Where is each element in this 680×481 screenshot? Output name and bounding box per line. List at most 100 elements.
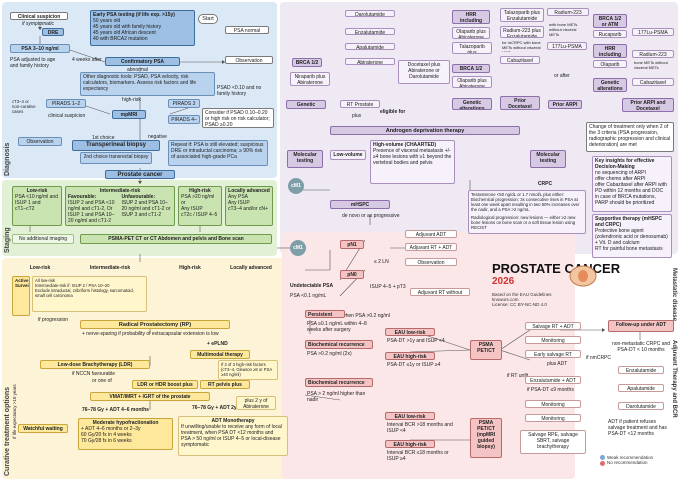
bcr-rp-note: PSA >0.2 ng/ml (2x) — [307, 351, 352, 357]
radium-box-3: Radium-223 — [632, 50, 674, 58]
eligible-chemo-label: eligible for chemotherapy — [380, 109, 406, 115]
molecular-testing-box-1: Molecular testing — [287, 150, 323, 168]
moderate-item: 70 Gy/28 fx in 6 weeks — [81, 438, 132, 444]
enzalutamide-box: Enzalutamide — [345, 28, 395, 35]
staging-low-risk-box: Low-risk PSA <10 ng/ml and ISUP 1 and cT… — [12, 186, 62, 226]
as-item: Exclude intraductal, cribriform histolog… — [35, 288, 134, 299]
watchful-waiting-box: Watchful waiting — [18, 424, 68, 433]
poster-subtitle: Based on the EAU Guidelines knowurs.com … — [492, 292, 562, 307]
staging-low-item: PSA <10 ng/ml and — [15, 194, 58, 200]
cm1-node-1: cM1 — [288, 178, 304, 194]
lu-psma-box: 177Lu-PSMA — [547, 42, 587, 50]
talazoparib-box-1: Talazoparib plus Enzalutamide — [452, 42, 492, 54]
supportive-item: RT for painful bone metastasis — [595, 246, 663, 252]
molecular-testing-box-2: Molecular testing — [530, 150, 566, 168]
monitoring-box-2: Monitoring — [525, 400, 581, 408]
as-item: Intermediate-risk if: ISUP 2 / PSA 10–20 — [35, 283, 110, 289]
high-volume-item: ≥4 bone lesions with ≥1 beyond the verte… — [373, 154, 452, 166]
unfavourable-item: ISUP 3 and cT1-2 — [121, 212, 162, 218]
high-volume-item: Presence of visceral metastasis +/- — [373, 148, 451, 154]
lu-psma-box-2: 177Lu-PSMA — [632, 28, 674, 36]
cabazitaxel-box: Cabazitaxel — [500, 56, 540, 64]
early-psa-box: Early PSA testing (if life exp. >15y) 50… — [90, 10, 195, 46]
dre-box: DRE — [42, 28, 64, 36]
favourable-item: ISUP 2 and PSA <10 ng/ml and cT1-2, Or — [68, 200, 115, 212]
if-progression-label: if progression — [38, 317, 69, 322]
fu-darolutamide-box: Darolutamide — [618, 402, 664, 410]
key-insights-title: Key insights for effective Decision-Maki… — [595, 158, 655, 170]
weak-dot-icon — [600, 455, 605, 461]
mpmri-box: mpMRI — [112, 110, 146, 119]
genetic-alterations-box-3: Genetic alterations — [593, 78, 627, 92]
favourable-label: Favourable: — [68, 194, 97, 200]
ct3-note: cT3–4 or non-curative cases — [12, 99, 36, 115]
first-choice-label: 1st choice — [92, 135, 115, 140]
multimodal-box: Multimodal therapy — [190, 350, 250, 359]
brca12-box: BRCA 1/2 — [292, 58, 322, 67]
staging-high-item: PSA >20 ng/ml or — [181, 194, 215, 206]
transperineal-biopsy-box: Transperineal biopsy — [72, 140, 160, 151]
adt-box: Androgen deprivation therapy — [330, 126, 520, 135]
curative-locally-advanced-label: Locally advanced — [230, 265, 272, 271]
observation-box-top: Observation — [225, 56, 273, 64]
isup-label: ISUP 4–5 + pT3 — [370, 284, 406, 289]
staging-intermediate-box: Intermediate-risk Favourable: ISUP 2 and… — [65, 186, 175, 226]
crpc-criteria-box: Testosterone <50 ng/dL or 1.7 nmol/L plu… — [468, 190, 586, 234]
eau-low-risk-note-1: PSA-DT >1y and ISUP <4 — [387, 338, 445, 344]
if-psa-dt-label: if PSA-DT ≤9 months — [527, 387, 574, 392]
other-tools-box: Other diagnostic tools: PSAD, PSA veloci… — [80, 72, 215, 96]
olaparib-box-1: Olaparib plus Abiraterone — [452, 27, 490, 39]
curative-intermediate-label: Intermediate-risk — [89, 265, 131, 271]
ldr-hdr-box: LDR or HDR boost plus — [132, 380, 198, 389]
early-salvage-box: Early salvage RT — [525, 350, 581, 358]
curative-high-risk-label: High-risk — [179, 265, 201, 271]
eau-low-risk-box-2: EAU low-risk — [385, 412, 435, 420]
consider-psad-box: Consider if PSAD 0.10–0.20 or high risk … — [202, 108, 274, 128]
mhspc-box: mHSPC — [330, 200, 390, 209]
psa-normal-box: PSA normal — [225, 26, 269, 34]
rt-pelvis-box: RT pelvis plus — [200, 380, 250, 389]
legend-none: No recommendation — [600, 460, 653, 466]
fu-enzalutamide-box: Enzalutamide — [618, 366, 664, 374]
early-psa-title: Early PSA testing (if life exp. >15y) — [93, 12, 175, 18]
salvage-rt-adt-box: Salvage RT + ADT — [525, 322, 581, 330]
pn0-box: pN0 — [340, 270, 364, 279]
supportive-title: Supportive therapy (mHSPC and CRPC) — [595, 216, 662, 228]
staging-locally-item: Any ISUP — [228, 200, 250, 206]
abnormal-label: abnormal — [127, 67, 148, 72]
prior-arpi-box: Prior ARPI — [548, 100, 582, 109]
persistent-psa-box: Persistent PSA — [305, 310, 345, 318]
prior-docetaxel-box: Prior Docetaxel — [500, 96, 540, 110]
staging-high-risk-box: High-risk PSA >20 ng/ml or Any ISUP cT2c… — [178, 186, 222, 226]
olaparib-box-3: Olaparib — [593, 60, 627, 68]
crpc-item: Radiological progression: new lesions — … — [471, 214, 576, 230]
no-imaging-box: No additional imaging — [12, 234, 74, 244]
docetaxel-combo-box: Docetaxel plus Abiraterone or Darolutami… — [398, 60, 450, 84]
radium-note: for mCRPC with bone METs without viscera… — [502, 40, 541, 52]
site-label: knowurs.com — [492, 297, 519, 302]
high-risk-factors-note: If 2 of 3 high-risk factors (cT3–4, Glea… — [218, 360, 278, 380]
moderate-item: + ADT 4–6 months or 2–3y — [81, 426, 141, 432]
legend-none-label: No recommendation — [607, 460, 648, 466]
adjuvant-adt-box: Adjuvant ADT — [405, 230, 457, 238]
adt-monotherapy-box: ADT Monotherapy If unwilling/unable to r… — [178, 416, 288, 456]
eau-high-risk-note-1: PSA-DT ≤1y or ISUP ≥4 — [387, 362, 441, 368]
niraparib-box: Niraparib plus Abiraterone — [290, 72, 330, 86]
favourable-item: ISUP 1 and PSA 10–20 ng/ml and cT1-2 — [68, 212, 115, 224]
plus-label: plus — [352, 113, 362, 118]
supportive-therapy-box: Supportive therapy (mHSPC and CRPC) Prot… — [592, 214, 672, 258]
key-insight-item: in case of BRCA mutations, PARP should b… — [595, 194, 656, 206]
active-surveillance-criteria: All low-risk Intermediate-risk if: ISUP … — [32, 276, 147, 312]
key-insights-box: Key insights for effective Decision-Maki… — [592, 156, 672, 212]
genetic-alterations-box: Genetic alterations — [286, 100, 326, 109]
if-symptomatic-label: if symptomatic — [22, 21, 54, 27]
unfavourable-label: Unfavourable: — [121, 194, 156, 200]
change-treatment-note: Change of treatment only when 2 of the 3… — [586, 122, 674, 152]
genetic-alterations-box-2: Genetic alterations — [452, 98, 492, 110]
when-psa-label: when PSA >0.2 ng/ml — [342, 313, 390, 318]
with-mets-note: with bone METs without visceral METs — [549, 22, 578, 37]
eau-high-risk-note-2: Interval BCR ≤18 months or ISUP ≥4 — [387, 450, 449, 462]
as-item: All low-risk — [35, 278, 56, 283]
abiraterone-box: Abiraterone — [345, 58, 395, 65]
enzalutamide-adt-box: Enzalutamide + ADT — [525, 376, 581, 384]
